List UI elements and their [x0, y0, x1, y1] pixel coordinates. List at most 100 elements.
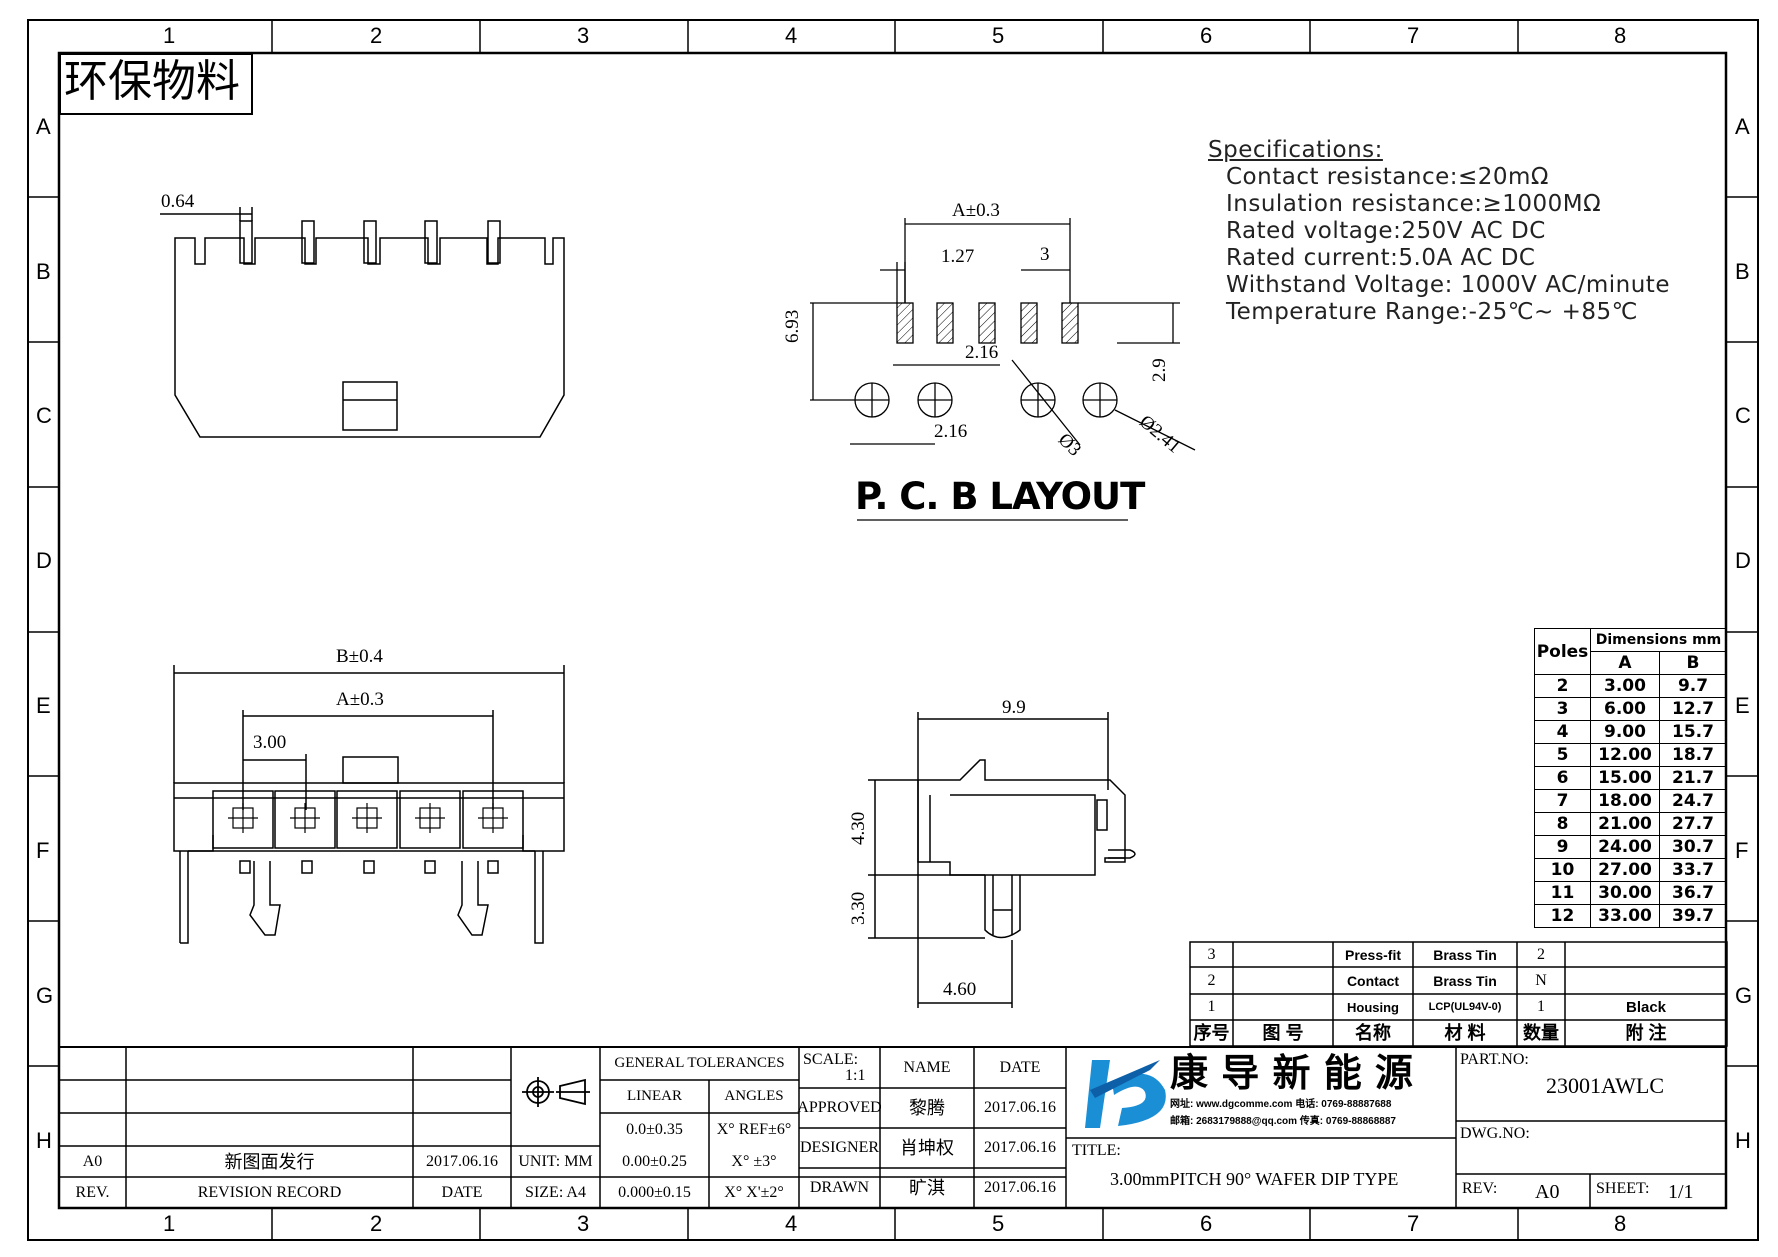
dwg-no-label: DWG.NO: — [1460, 1125, 1530, 1142]
bom-header-note: 附 注 — [1625, 1023, 1667, 1043]
dim-table-cell-a: 3.00 — [1590, 674, 1660, 698]
designer-date: 2017.06.16 — [984, 1139, 1056, 1156]
rev-record-date: 2017.06.16 — [426, 1152, 498, 1170]
col-label-2: 2 — [370, 23, 383, 48]
row-label-b: B — [36, 259, 51, 284]
spec-line: Rated voltage:250V AC DC — [1226, 218, 1546, 244]
dim-label: 0.64 — [161, 191, 195, 212]
bom-header-qty: 数量 — [1523, 1023, 1559, 1043]
angle-tol-1: X° REF±6° — [716, 1120, 792, 1138]
dim-table-cell-poles: 9 — [1534, 835, 1591, 859]
spec-line: Contact resistance:≤20mΩ — [1226, 164, 1550, 190]
pcb-layout-title: P. C. B LAYOUT — [855, 475, 1145, 518]
bom-header-material: 材 料 — [1444, 1023, 1486, 1043]
angles-header: ANGLES — [724, 1088, 784, 1104]
dim-table-cell-a: 12.00 — [1590, 743, 1660, 767]
approved-date: 2017.06.16 — [984, 1099, 1056, 1116]
col-label-bottom-4: 4 — [785, 1211, 798, 1236]
approved-label: APPROVED — [797, 1099, 882, 1116]
dim-label: B±0.4 — [336, 646, 383, 667]
side-view — [868, 712, 1136, 1008]
drawn-date: 2017.06.16 — [984, 1179, 1056, 1196]
bom-name: Press-fit — [1344, 946, 1402, 963]
column-ticks — [271, 20, 1519, 1240]
col-label-bottom-3: 3 — [577, 1211, 590, 1236]
bom-material: Brass Tin — [1433, 946, 1497, 963]
row-label-right-e: E — [1735, 693, 1750, 718]
row-label-right-c: C — [1735, 403, 1751, 428]
dim-table-cell-poles: 10 — [1534, 858, 1591, 882]
angle-tol-3: X° X'±2° — [724, 1183, 784, 1201]
row-label-right-b: B — [1735, 259, 1750, 284]
date-col-header: DATE — [441, 1183, 483, 1201]
dim-table-cell-poles: 6 — [1534, 766, 1591, 790]
name-header: NAME — [903, 1058, 951, 1076]
projection-symbol-icon — [522, 1077, 590, 1107]
part-no-value: 23001AWLC — [1546, 1073, 1665, 1098]
drawn-name: 旷淇 — [909, 1178, 945, 1198]
bom-header-part: 图 号 — [1262, 1023, 1304, 1043]
dim-label: 4.60 — [943, 979, 977, 1000]
dim-table-cell-b: 27.7 — [1659, 812, 1727, 836]
row-ticks — [28, 196, 1758, 1067]
dim-table-cell-b: 21.7 — [1659, 766, 1727, 790]
tolerances-header: GENERAL TOLERANCES — [614, 1055, 785, 1071]
row-label-right-h: H — [1735, 1128, 1751, 1153]
dim-table-cell-poles: 5 — [1534, 743, 1591, 767]
company-contact-line: 网址: www.dgcomme.com 电话: 0769-88887688 — [1170, 1099, 1392, 1110]
drawing-title: 3.00mmPITCH 90° WAFER DIP TYPE — [1110, 1169, 1399, 1189]
row-label-d: D — [36, 548, 52, 573]
bom-header-no: 序号 — [1193, 1023, 1230, 1043]
bom-note: Black — [1625, 998, 1667, 1016]
dim-table-cell-a: 6.00 — [1590, 697, 1660, 721]
dim-label: 3 — [1040, 244, 1050, 265]
title-block — [59, 1046, 1727, 1208]
top-view — [160, 207, 565, 438]
dim-label: 3.00 — [253, 732, 287, 753]
col-label-bottom-2: 2 — [370, 1211, 383, 1236]
scale-label: SCALE: — [803, 1051, 859, 1068]
rev-header: REV. — [75, 1183, 110, 1201]
row-label-f: F — [36, 838, 50, 863]
dim-table-cell-a: 15.00 — [1590, 766, 1660, 790]
row-label-h: H — [36, 1128, 52, 1153]
col-label-8: 8 — [1614, 23, 1627, 48]
stamp-box — [59, 53, 253, 115]
angle-tol-2: X° ±3° — [731, 1152, 777, 1170]
dim-table-cell-poles: 7 — [1534, 789, 1591, 813]
dim-table-cell-b: 9.7 — [1659, 674, 1727, 698]
dim-label: 6.93 — [782, 309, 803, 343]
col-label-bottom-7: 7 — [1407, 1211, 1420, 1236]
dim-label: 9.9 — [1002, 697, 1026, 718]
sheet-value: 1/1 — [1668, 1181, 1694, 1203]
rev-a0: A0 — [82, 1152, 103, 1170]
row-label-c: C — [36, 403, 52, 428]
dim-table-cell-poles: 8 — [1534, 812, 1591, 836]
dim-label: 1.27 — [941, 246, 975, 267]
linear-tol-3: 0.000±0.15 — [618, 1183, 691, 1201]
row-label-g: G — [36, 983, 54, 1008]
bom-header-name: 名称 — [1355, 1023, 1391, 1043]
rev-value: A0 — [1535, 1181, 1560, 1203]
dim-table-header-b: B — [1659, 651, 1727, 675]
bom-no: 3 — [1207, 945, 1216, 963]
col-label-bottom-5: 5 — [992, 1211, 1005, 1236]
dim-table-cell-b: 33.7 — [1659, 858, 1727, 882]
dim-table-cell-a: 30.00 — [1590, 881, 1660, 905]
approved-name: 黎腾 — [909, 1098, 945, 1118]
col-label-bottom-1: 1 — [163, 1211, 176, 1236]
spec-line: Insulation resistance:≥1000MΩ — [1226, 191, 1602, 217]
bom-table — [1189, 941, 1728, 1047]
dim-label: 4.30 — [848, 811, 869, 845]
